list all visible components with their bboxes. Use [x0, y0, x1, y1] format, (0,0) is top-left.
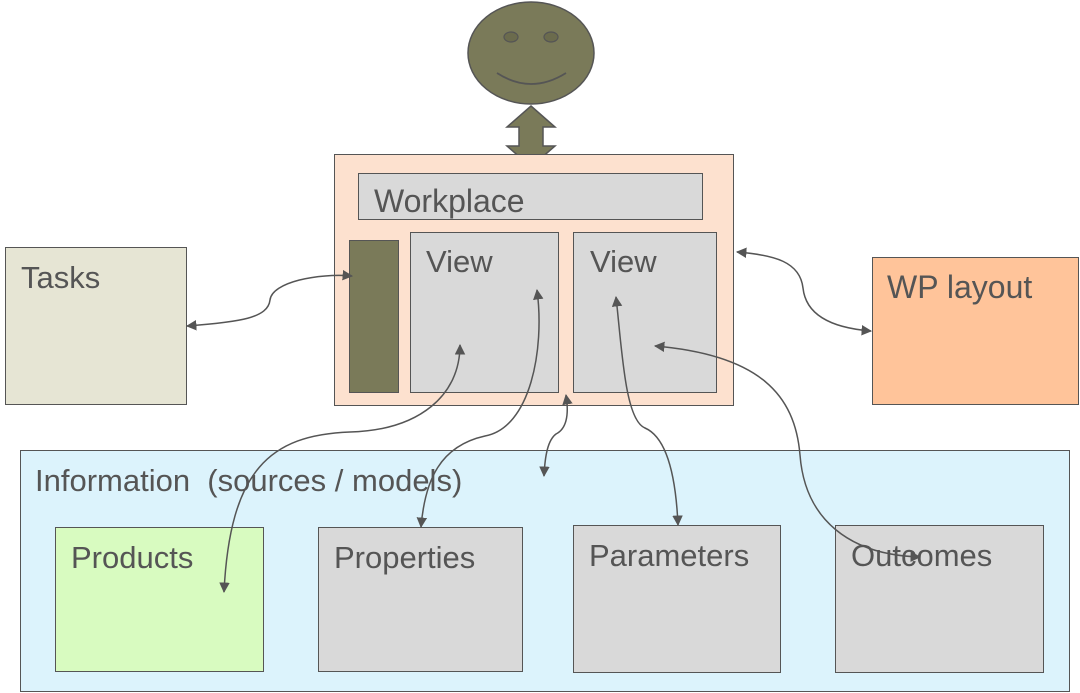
products-label: Products	[71, 540, 194, 575]
wp-layout-box: WP layout	[872, 257, 1079, 405]
properties-box: Properties	[318, 527, 523, 672]
wp-layout-label: WP layout	[887, 269, 1033, 305]
workplace-title: Workplace	[374, 183, 525, 219]
smiley-right-eye	[543, 31, 559, 43]
smiley-head	[467, 1, 595, 105]
view-panel-left: View	[410, 232, 559, 393]
parameters-label: Parameters	[589, 538, 750, 573]
properties-label: Properties	[334, 540, 476, 575]
smiley-left-eye	[503, 31, 519, 43]
products-box: Products	[55, 527, 264, 672]
view-panel-right: View	[573, 232, 717, 393]
tasks-box: Tasks	[5, 247, 187, 405]
smiley-mouth	[496, 72, 567, 85]
view-left-label: View	[426, 244, 493, 279]
outcomes-box: Outcomes	[835, 525, 1044, 673]
smiley-face-icon	[467, 1, 595, 105]
workplace-sidebar	[349, 240, 399, 393]
outcomes-label: Outcomes	[851, 538, 993, 573]
view-right-label: View	[590, 244, 657, 279]
information-title: Information (sources / models)	[35, 463, 463, 498]
workplace-title-bar: Workplace	[358, 173, 703, 220]
parameters-box: Parameters	[573, 525, 781, 673]
tasks-label: Tasks	[21, 260, 101, 295]
